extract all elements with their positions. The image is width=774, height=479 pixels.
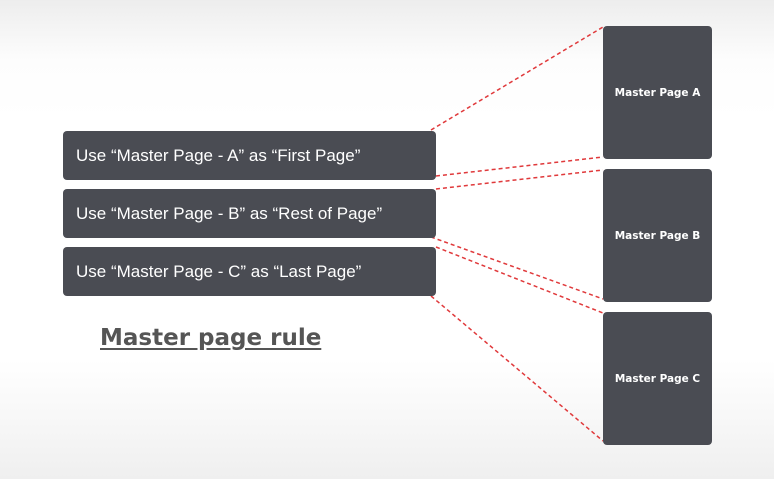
master-page-b-label: Master Page B xyxy=(614,229,701,242)
rule-rest-of-page-label: Use “Master Page - B” as “Rest of Page” xyxy=(76,204,383,223)
master-page-a-label: Master Page A xyxy=(614,86,701,99)
master-page-c: Master Page C xyxy=(603,312,712,445)
connector-rule-b-to-page-b-top xyxy=(435,169,604,190)
rule-first-page-label: Use “Master Page - A” as “First Page” xyxy=(76,146,361,165)
connector-rule-c-to-page-c-top xyxy=(435,246,604,314)
rule-rest-of-page: Use “Master Page - B” as “Rest of Page” xyxy=(63,189,436,238)
connector-rule-a-to-page-a-top xyxy=(430,26,604,131)
master-page-b: Master Page B xyxy=(603,169,712,302)
connector-rule-a-to-page-a-bottom xyxy=(435,156,604,177)
connector-rule-b-to-page-b-bottom xyxy=(430,236,604,300)
master-page-a: Master Page A xyxy=(603,26,712,159)
rule-last-page: Use “Master Page - C” as “Last Page” xyxy=(63,247,436,296)
rule-first-page: Use “Master Page - A” as “First Page” xyxy=(63,131,436,180)
master-page-c-label: Master Page C xyxy=(614,372,701,385)
rule-last-page-label: Use “Master Page - C” as “Last Page” xyxy=(76,262,362,281)
diagram-title: Master page rule xyxy=(100,325,322,351)
connector-rule-c-to-page-c-bottom xyxy=(430,295,604,442)
